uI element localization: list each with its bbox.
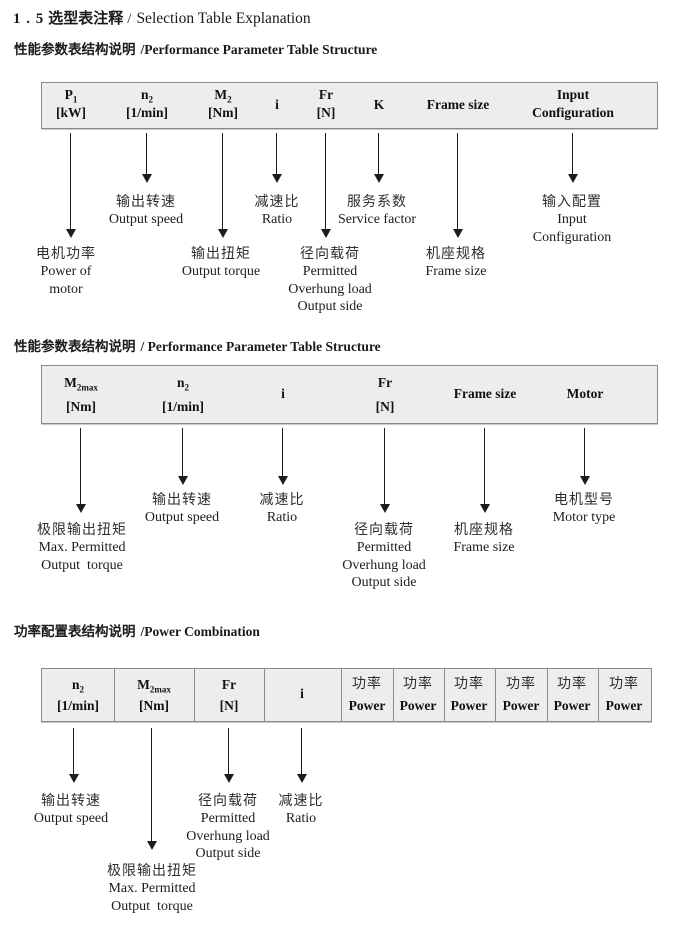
- page-title-zh: 选型表注释: [48, 9, 124, 27]
- arrow-frame-size: [452, 133, 463, 238]
- arrow-i: [277, 428, 288, 485]
- arrow-fr: [379, 428, 390, 513]
- grid-line: [444, 669, 445, 721]
- arrow-m2max: [146, 728, 157, 850]
- col-header-m2max: M2max [Nm]: [64, 375, 98, 414]
- label-power-of-motor: 电机功率 Power of motor: [36, 246, 96, 297]
- arrow-n2: [141, 133, 152, 183]
- section2-heading: 性能参数表结构说明 / Performance Parameter Table S…: [14, 335, 381, 356]
- arrow-fr: [223, 728, 234, 783]
- title-separator: /: [127, 11, 132, 27]
- arrow-n2: [68, 728, 79, 783]
- col-header-power-1: 功率 Power: [348, 676, 386, 713]
- section2-heading-en: / Performance Parameter Table Structure: [140, 339, 381, 354]
- col-header-i: i: [281, 386, 285, 401]
- label-motor-type: 电机型号 Motor type: [552, 492, 616, 525]
- label-ratio: 减速比 Ratio: [278, 793, 324, 826]
- col-header-n2: n2 [1/min]: [126, 87, 168, 120]
- label-output-speed: 输出转速 Output speed: [108, 194, 184, 227]
- label-overhung-load: 径向载荷 Permitted Overhung load Output side: [288, 246, 372, 314]
- col-header-fr: Fr [N]: [219, 677, 239, 713]
- label-max-output-torque: 极限输出扭矩 Max. Permitted Output torque: [37, 522, 127, 573]
- col-header-m2: M2 [Nm]: [208, 87, 238, 120]
- arrow-fr: [320, 133, 331, 238]
- arrow-frame-size: [479, 428, 490, 513]
- parameter-table-2: M2max [Nm] n2 [1/min] i Fr [N] Frame siz…: [41, 365, 658, 424]
- label-output-torque: 输出扭矩 Output torque: [181, 246, 261, 279]
- arrow-input-configuration: [567, 133, 578, 183]
- col-header-frame-size: Frame size: [453, 386, 517, 401]
- arrow-p1: [65, 133, 76, 238]
- section3-heading: 功率配置表结构说明/Power Combination: [14, 620, 260, 641]
- section3-heading-zh: 功率配置表结构说明: [14, 624, 136, 640]
- label-input-configuration: 输入配置 Input Configuration: [532, 194, 612, 245]
- label-output-speed: 输出转速 Output speed: [33, 793, 109, 826]
- section3-heading-en: /Power Combination: [140, 624, 260, 639]
- section1-heading-en: /Performance Parameter Table Structure: [140, 42, 378, 57]
- col-header-frame-size: Frame size: [426, 97, 490, 112]
- label-overhung-load: 径向载荷 Permitted Overhung load Output side: [186, 793, 270, 861]
- col-header-power-5: 功率 Power: [553, 676, 591, 713]
- grid-line: [194, 669, 195, 721]
- col-header-power-6: 功率 Power: [605, 676, 643, 713]
- col-header-i: i: [300, 686, 304, 701]
- col-header-p1: P1 [kW]: [56, 87, 86, 120]
- grid-line: [547, 669, 548, 721]
- grid-line: [495, 669, 496, 721]
- arrow-k: [373, 133, 384, 183]
- col-header-k: K: [373, 97, 385, 112]
- label-overhung-load: 径向载荷 Permitted Overhung load Output side: [342, 522, 426, 590]
- col-header-power-3: 功率 Power: [450, 676, 488, 713]
- col-header-input-configuration: Input Configuration: [532, 87, 614, 120]
- label-output-speed: 输出转速 Output speed: [144, 492, 220, 525]
- grid-line: [393, 669, 394, 721]
- arrow-m2max: [75, 428, 86, 513]
- label-ratio: 减速比 Ratio: [259, 492, 305, 525]
- col-header-motor: Motor: [566, 386, 604, 401]
- col-header-i: i: [275, 97, 279, 112]
- label-max-output-torque: 极限输出扭矩 Max. Permitted Output torque: [107, 863, 197, 914]
- parameter-table-1: P1 [kW] n2 [1/min] M2 [Nm] i Fr [N] K Fr…: [41, 82, 658, 129]
- col-header-power-4: 功率 Power: [502, 676, 540, 713]
- arrow-motor: [579, 428, 590, 485]
- power-combination-table: n2 [1/min] M2max [Nm] Fr [N] i 功率 Power …: [41, 668, 652, 722]
- section-number: 1 . 5: [13, 11, 45, 27]
- col-header-power-2: 功率 Power: [399, 676, 437, 713]
- grid-line: [114, 669, 115, 721]
- section2-heading-zh: 性能参数表结构说明: [14, 339, 136, 355]
- col-header-n2: n2 [1/min]: [162, 375, 204, 414]
- page-title-en: Selection Table Explanation: [136, 10, 311, 27]
- col-header-fr: Fr [N]: [316, 87, 336, 120]
- col-header-n2: n2 [1/min]: [57, 677, 99, 713]
- arrow-i: [296, 728, 307, 783]
- label-frame-size: 机座规格 Frame size: [425, 246, 487, 279]
- grid-line: [341, 669, 342, 721]
- label-ratio: 减速比 Ratio: [254, 194, 300, 227]
- section1-heading-zh: 性能参数表结构说明: [14, 42, 136, 58]
- col-header-fr: Fr [N]: [375, 375, 395, 414]
- grid-line: [598, 669, 599, 721]
- col-header-m2max: M2max [Nm]: [137, 677, 171, 713]
- arrow-m2: [217, 133, 228, 238]
- arrow-n2: [177, 428, 188, 485]
- arrow-i: [271, 133, 282, 183]
- grid-line: [264, 669, 265, 721]
- label-frame-size: 机座规格 Frame size: [453, 522, 515, 555]
- section1-heading: 性能参数表结构说明/Performance Parameter Table St…: [14, 38, 377, 59]
- label-service-factor: 服务系数 Service factor: [337, 194, 417, 227]
